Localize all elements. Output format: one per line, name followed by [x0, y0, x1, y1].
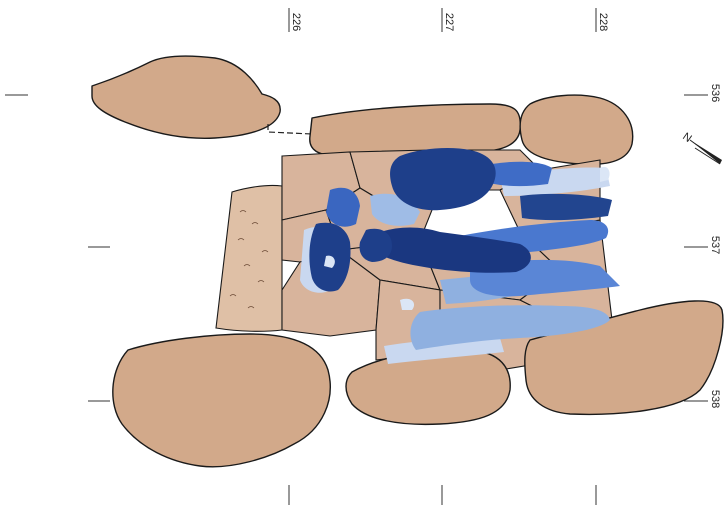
skeleton-dark-4	[520, 193, 612, 221]
skeleton-dark-1	[390, 148, 496, 211]
capstone-bottom-middle	[345, 349, 511, 426]
skeleton-pale-limbs	[300, 167, 610, 364]
grid-label-x-228: 228	[597, 13, 609, 31]
grid-labels-y: 536 537 538	[709, 84, 721, 408]
grid-labels-x: 226 227 228	[290, 13, 609, 31]
capstone-top-left	[91, 55, 281, 140]
skeleton-mid-1	[326, 187, 360, 227]
grid-label-x-226: 226	[290, 13, 302, 31]
grid-label-y-536: 536	[709, 84, 721, 102]
grid-ticks-bottom	[288, 485, 597, 505]
capstone-bottom-left	[112, 333, 331, 468]
grid-ticks-top	[288, 8, 597, 32]
grid-label-y-537: 537	[709, 236, 721, 254]
skeletal-remains	[300, 148, 620, 364]
wall-marks	[229, 210, 269, 309]
capstone-top-right	[519, 94, 634, 166]
skeleton-dark-3	[370, 227, 531, 273]
skeleton-light-1	[410, 305, 610, 350]
grid-label-y-538: 538	[709, 390, 721, 408]
grid-label-x-227: 227	[443, 13, 455, 31]
north-arrow-letter: N	[680, 131, 693, 145]
capstone-top-middle	[309, 103, 522, 157]
chamber-wall-left	[215, 184, 283, 332]
grid-ticks-left	[5, 94, 110, 402]
skeleton-dark-5	[359, 228, 392, 262]
north-arrow: N	[680, 131, 722, 165]
trench-edge-line	[267, 124, 313, 135]
skeleton-mid-4	[480, 161, 552, 187]
grid-ticks-right	[684, 94, 708, 402]
